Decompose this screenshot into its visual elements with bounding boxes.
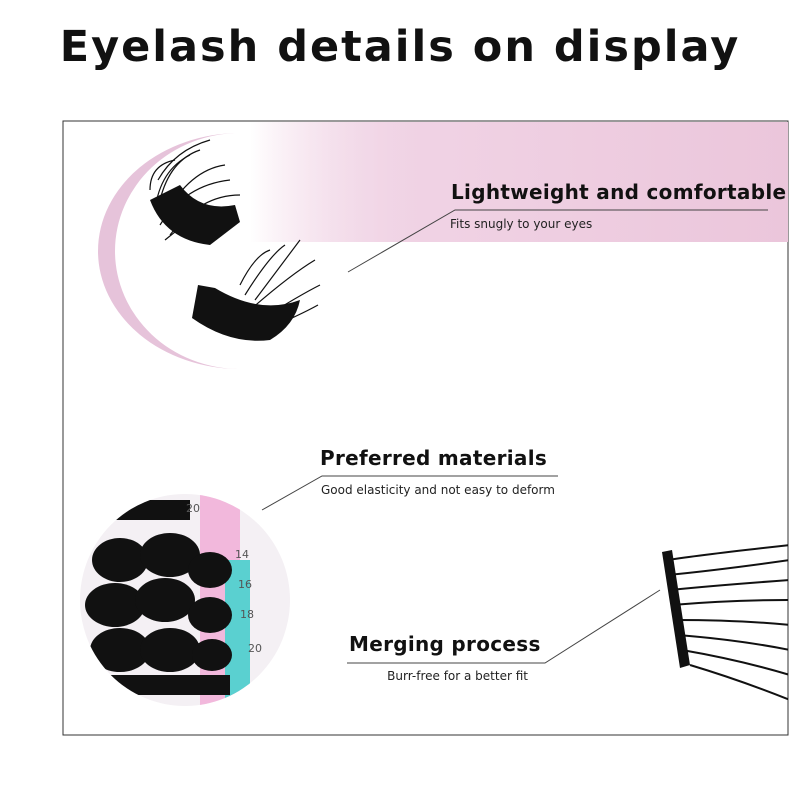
feature-title-materials: Preferred materials bbox=[320, 446, 548, 470]
lash-image-right bbox=[667, 544, 788, 701]
tray-label: 16 bbox=[238, 578, 252, 591]
feature-subtitle-lightweight: Fits snugly to your eyes bbox=[450, 217, 593, 231]
callout-line-3 bbox=[347, 589, 661, 664]
callout-line-1 bbox=[347, 209, 768, 273]
tray-label: 18 bbox=[240, 608, 254, 621]
frame-border bbox=[62, 120, 789, 736]
tray-label: 20 bbox=[248, 642, 262, 655]
tray-label: 20 bbox=[186, 502, 200, 515]
tray-label: 14 bbox=[235, 548, 249, 561]
page-title: Eyelash details on display bbox=[59, 22, 741, 72]
callout-line-2 bbox=[261, 475, 558, 511]
feature-title-merging: Merging process bbox=[349, 632, 541, 656]
lash-tray-photo: 20 14 16 18 20 bbox=[80, 494, 290, 706]
crescent-decoration bbox=[98, 133, 240, 369]
feature-subtitle-merging: Burr-free for a better fit bbox=[387, 669, 528, 683]
feature-title-lightweight: Lightweight and comfortable bbox=[451, 180, 787, 204]
feature-subtitle-materials: Good elasticity and not easy to deform bbox=[321, 483, 555, 497]
